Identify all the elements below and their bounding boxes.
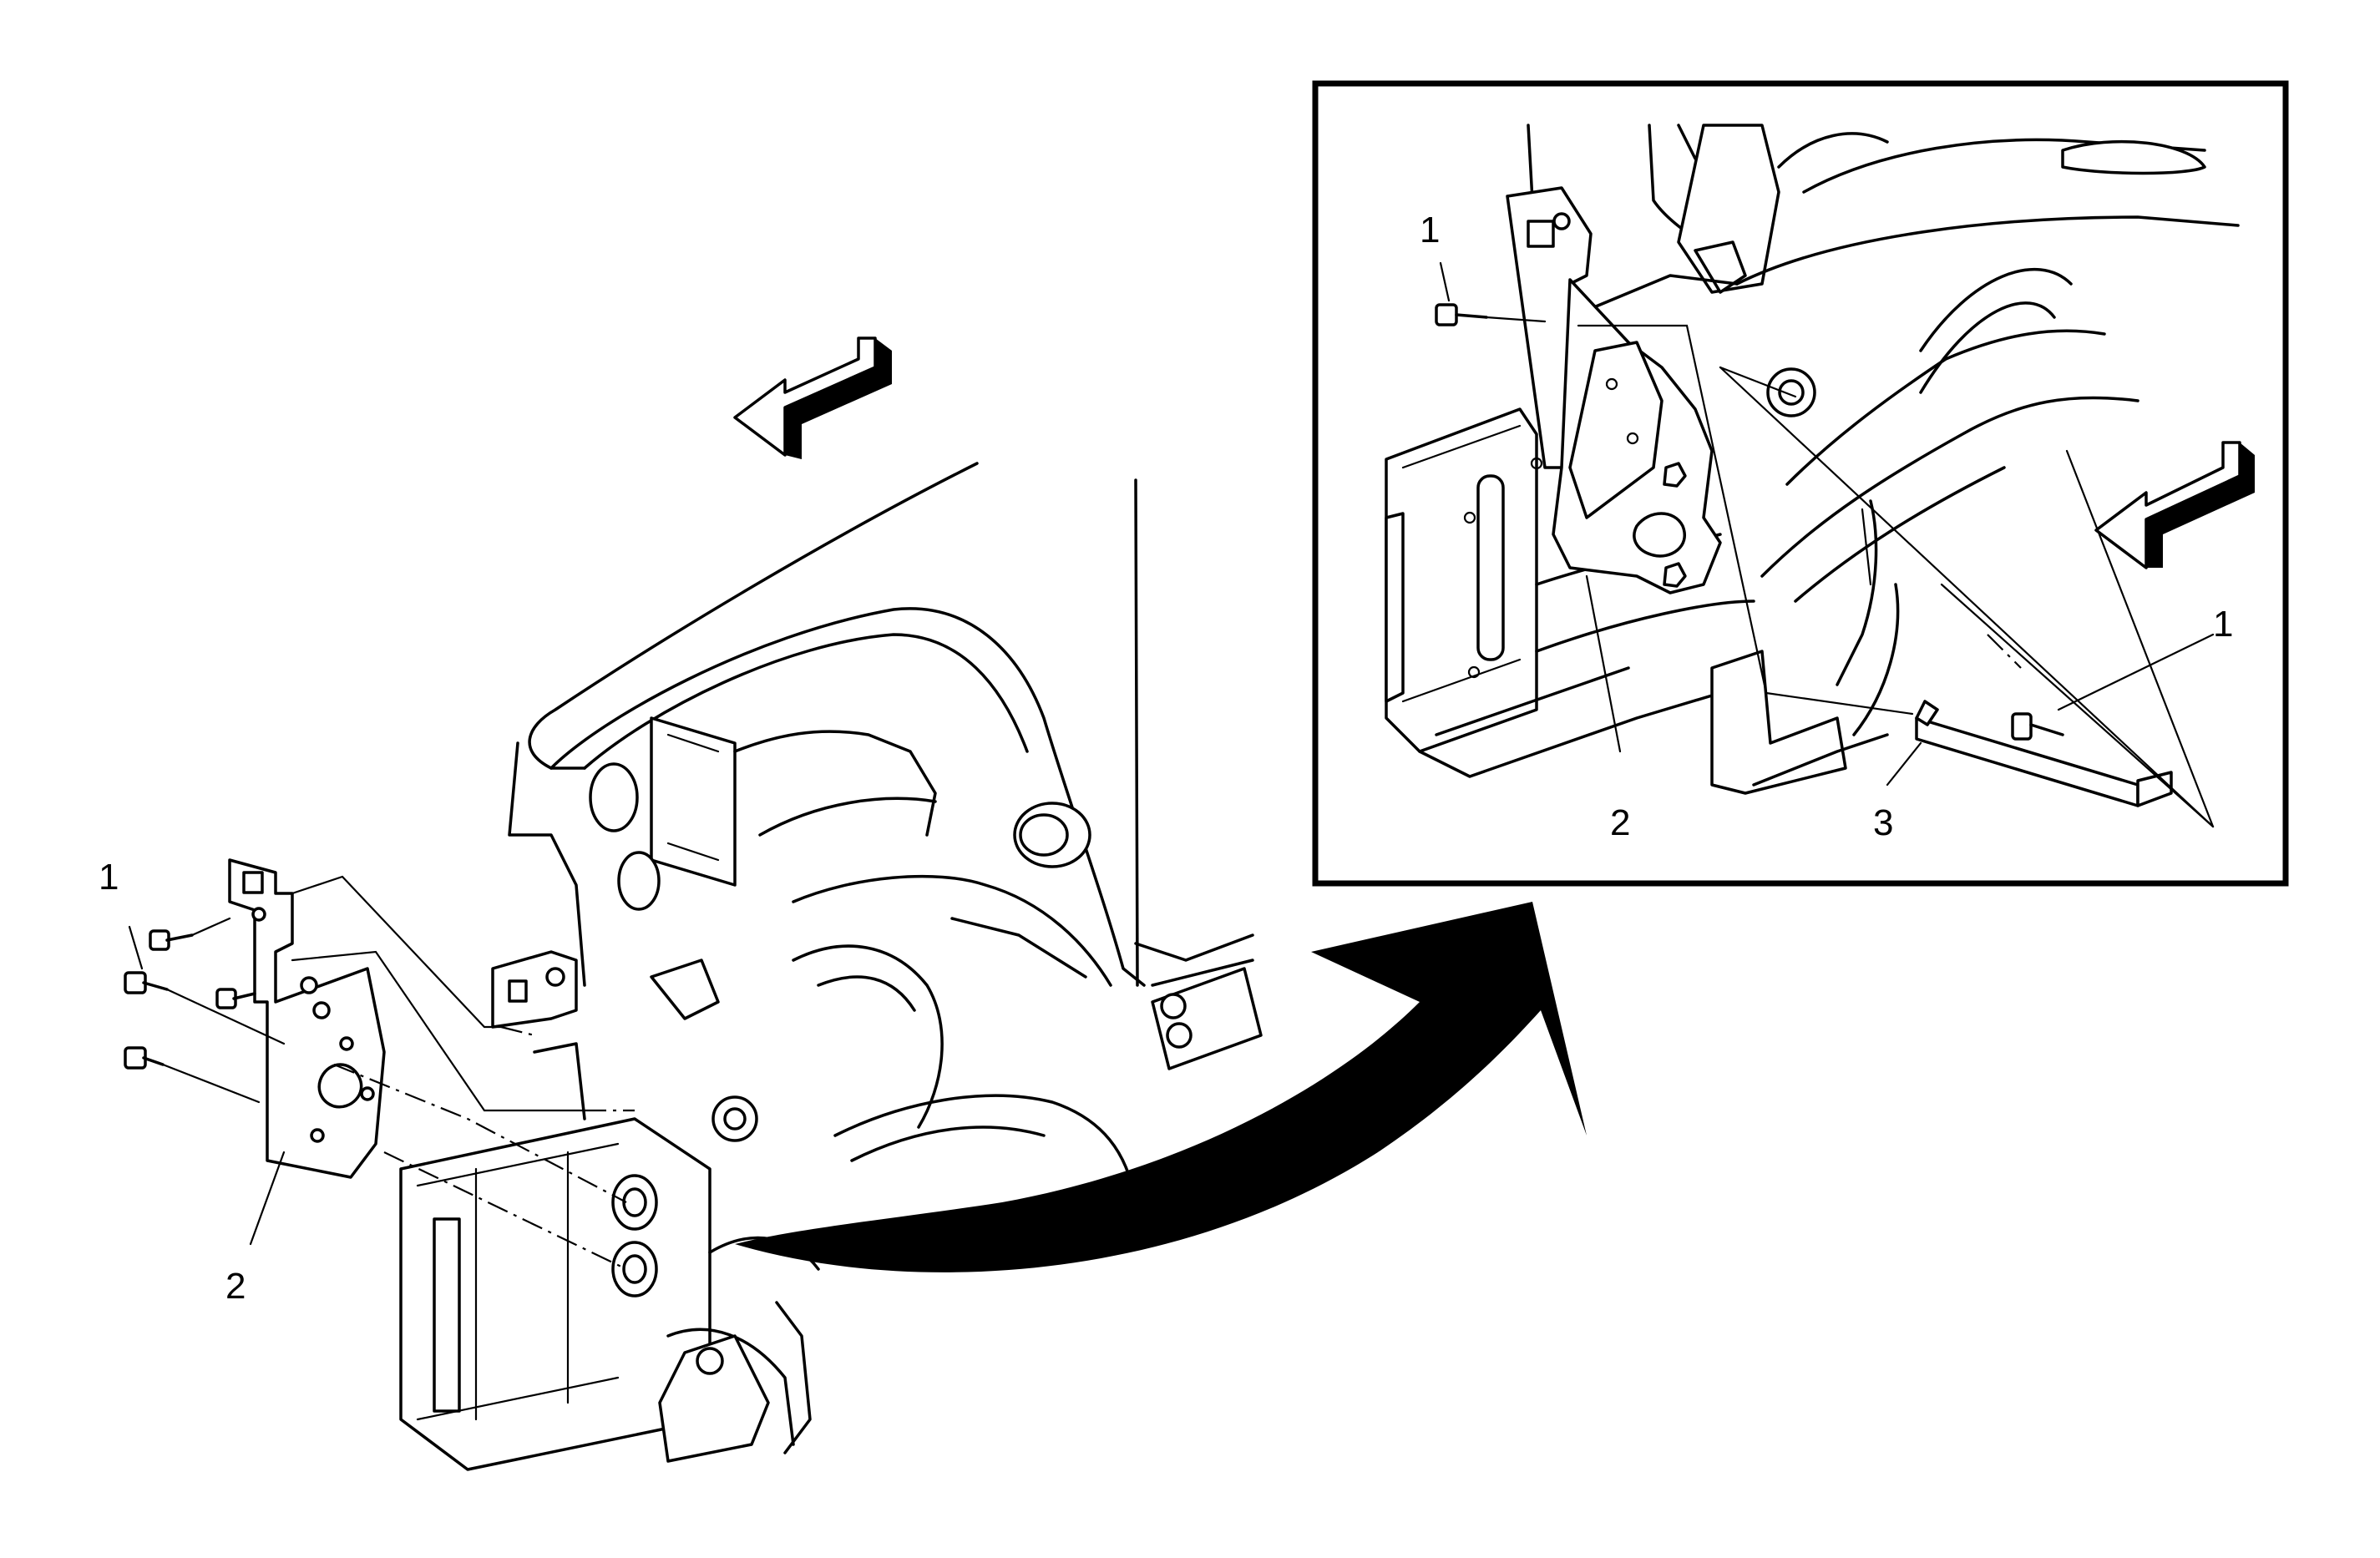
bolt-icon [1435, 303, 1488, 326]
fender-body-structure [508, 462, 1263, 1070]
bolt-icon [215, 988, 256, 1009]
forward-direction-arrow-icon [2094, 441, 2255, 569]
forward-direction-arrow-icon [733, 336, 892, 459]
detail-inset: 1 1 2 3 [1312, 80, 2289, 887]
fastener-bolts-main [124, 929, 256, 1070]
installation-guide-lines-detail [1439, 261, 2215, 828]
mounting-bracket-upper [491, 950, 720, 1120]
detail-body-structure [1385, 124, 2240, 795]
callout-1-detail-upper: 1 [1420, 210, 1440, 250]
callout-1-main: 1 [99, 857, 119, 898]
main-view: 1 2 [99, 336, 1263, 1471]
bracket-part-2 [228, 858, 386, 1179]
brace-part-3 [1915, 700, 2173, 807]
frame-rail [399, 944, 1137, 1471]
bolt-icon [124, 1046, 165, 1070]
bolt-icon [149, 929, 194, 951]
callout-2-main: 2 [225, 1266, 246, 1307]
callout-3-detail: 3 [1873, 802, 1893, 843]
callout-2-detail: 2 [1610, 802, 1630, 843]
bolt-icon [2011, 712, 2064, 741]
fastener-bolts-detail [1435, 303, 2064, 741]
detail-transition-arrow-icon [735, 902, 1587, 1272]
bolt-icon [124, 971, 169, 994]
callout-1-detail-lower: 1 [2213, 604, 2233, 645]
installation-guide-lines-main [128, 875, 635, 1270]
bracket-part-2-detail [1506, 186, 1722, 594]
